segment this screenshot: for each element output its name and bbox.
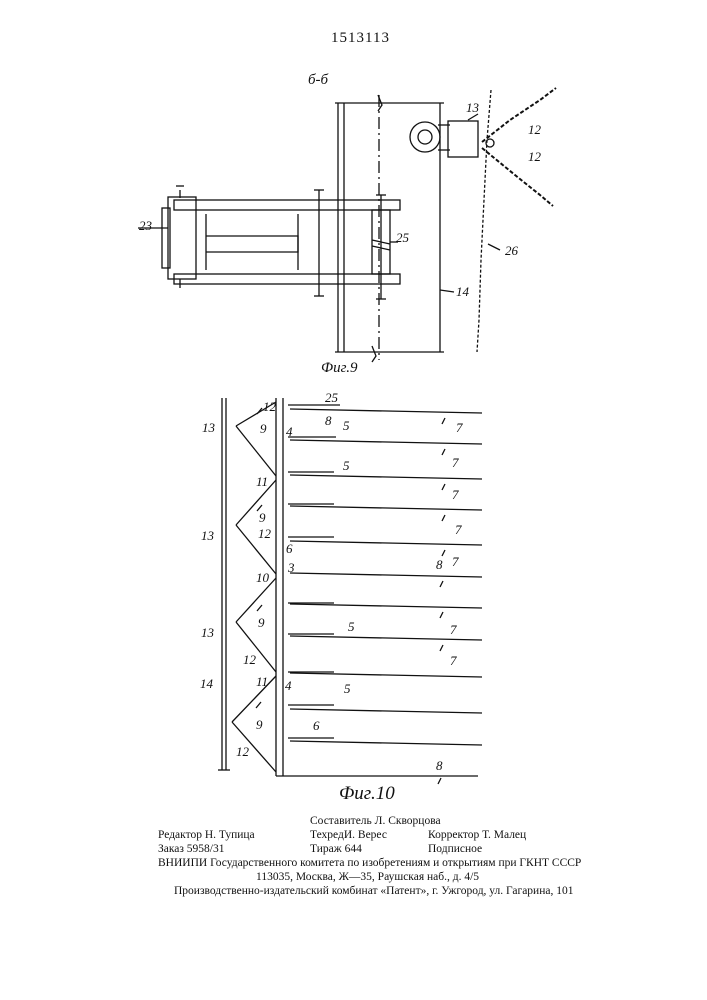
callout-13: 13 [202, 420, 216, 435]
credits-subscription: Подписное [428, 842, 482, 856]
figure-10-caption: Фиг.10 [339, 783, 395, 805]
callout-13: 13 [201, 528, 215, 543]
callout-6: 6 [286, 541, 293, 556]
callout-11: 11 [256, 474, 268, 489]
callout-7: 7 [452, 487, 459, 502]
credits-corrector: Корректор Т. Малец [428, 828, 526, 842]
callout-26: 26 [505, 243, 519, 258]
callout-13: 13 [466, 100, 480, 115]
callout-7: 7 [452, 554, 459, 569]
callout-5: 5 [344, 681, 351, 696]
callout-9: 9 [260, 421, 267, 436]
credits-editor: Редактор Н. Тупица [158, 828, 255, 842]
callout-25: 25 [325, 390, 339, 405]
callout-7: 7 [450, 622, 457, 637]
callout-4: 4 [286, 424, 293, 439]
credits-compiler: Составитель Л. Скворцова [310, 814, 441, 828]
callout-8: 8 [325, 413, 332, 428]
callout-7: 7 [450, 653, 457, 668]
callout-12: 12 [236, 744, 250, 759]
callout-13: 13 [201, 625, 215, 640]
callout-7: 7 [456, 420, 463, 435]
callout-12: 12 [258, 526, 272, 541]
credits-address: 113035, Москва, Ж—35, Раушская наб., д. … [256, 870, 479, 884]
callout-9: 9 [258, 615, 265, 630]
callout-9: 9 [259, 510, 266, 525]
callout-9: 9 [256, 717, 263, 732]
callout-8: 8 [436, 557, 443, 572]
callout-4: 4 [285, 678, 292, 693]
credits-print-run: Тираж 644 [310, 842, 362, 856]
figure-9 [138, 88, 556, 362]
callout-12: 12 [243, 652, 257, 667]
callout-8: 8 [436, 758, 443, 773]
callout-5: 5 [343, 458, 350, 473]
callout-11: 11 [256, 674, 268, 689]
callout-23: 23 [139, 218, 153, 233]
callout-14: 14 [456, 284, 470, 299]
figure-10-callouts: 25 12 13 9 8 4 5 5 11 7 7 7 7 7 7 9 13 1… [200, 390, 463, 773]
callout-14: 14 [200, 676, 214, 691]
callout-12: 12 [528, 122, 542, 137]
callout-25: 25 [396, 230, 410, 245]
credits-publisher: Производственно-издательский комбинат «П… [174, 884, 573, 898]
callout-12: 12 [528, 149, 542, 164]
callout-12: 12 [263, 399, 277, 414]
callout-7: 7 [452, 455, 459, 470]
callout-3: 3 [287, 560, 295, 575]
figure-9-caption: Фиг.9 [321, 360, 357, 377]
credits-institute: ВНИИПИ Государственного комитета по изоб… [158, 856, 581, 870]
callout-10: 10 [256, 570, 270, 585]
callout-6: 6 [313, 718, 320, 733]
credits-techred: ТехредИ. Верес [310, 828, 387, 842]
callout-5: 5 [343, 418, 350, 433]
callout-7: 7 [455, 522, 462, 537]
callout-5: 5 [348, 619, 355, 634]
credits-order: Заказ 5958/31 [158, 842, 225, 856]
